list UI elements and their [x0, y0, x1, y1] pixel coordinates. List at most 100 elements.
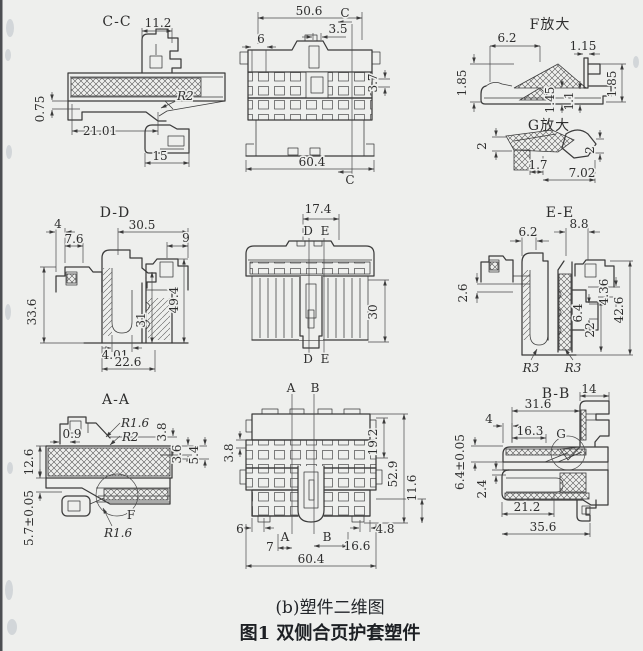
part-geometry [480, 252, 615, 356]
dim-rad1: R1.6 [120, 416, 149, 430]
dim-rad1: R3 [522, 361, 540, 375]
dim-width: 6.2 [497, 31, 516, 45]
view-section-aa: A-A R1.6 R2 0.9 3.8 12.6 3.6 5.4 5.7±0.0… [21, 392, 209, 547]
dim-width-mid: 21.01 [83, 124, 117, 138]
detail-mark-g: G [556, 427, 566, 441]
dim-right: 2 [583, 146, 597, 154]
dim-left: 3.8 [222, 443, 236, 462]
dim-width-top: 11.2 [145, 16, 172, 30]
dim-b1: 21.2 [514, 500, 541, 514]
cut-label-a-bottom: A [280, 530, 290, 544]
dim-r1: 4.36 [597, 279, 611, 306]
dim-r2: 6.4 [571, 303, 585, 322]
radius-leaders [530, 348, 574, 361]
dim-t2: 7.6 [64, 232, 83, 246]
cut-label-c-top: C [340, 6, 349, 20]
cut-label-d-top: D [303, 224, 313, 238]
dim-t3: 4 [485, 412, 493, 426]
dim-b4: 16.6 [344, 539, 371, 553]
dim-b2: 4.8 [375, 522, 394, 536]
dim-rad3: R1.6 [103, 526, 132, 540]
dim-b1: 4.01 [102, 348, 129, 362]
dim-t4: 16.3 [517, 424, 544, 438]
dimension-lines [302, 214, 389, 355]
part-geometry [501, 400, 610, 522]
view-title: A-A [101, 392, 130, 408]
cut-label-b-top: B [311, 381, 320, 395]
view-section-cc: C-C 11.2 R2 0.75 21.01 15 [32, 14, 226, 167]
dimension-lines [36, 422, 209, 527]
dim-width-top: 17.4 [305, 202, 332, 216]
part-geometry [480, 57, 612, 105]
dim-r3: 22 [583, 322, 597, 337]
dim-width-top: 50.6 [296, 4, 323, 18]
dim-width-right: 7.02 [569, 166, 596, 180]
dim-b2: 35.6 [530, 520, 557, 534]
dim-height-right: 3.7 [366, 73, 380, 92]
dimension-lines [242, 12, 390, 178]
view-title: F放大 [530, 17, 571, 33]
view-section-ee: E-E 6.2 8.8 2.6 4.36 6.4 22 42.6 R3 R3 [455, 205, 633, 377]
dim-rad2: R3 [564, 361, 582, 375]
dim-t2: 31.6 [525, 397, 552, 411]
dim-right: 49.4 [167, 286, 181, 313]
dimension-lines [470, 44, 626, 113]
dim-slot: 3.5 [328, 22, 347, 36]
cut-label-e-bottom: E [321, 352, 330, 366]
cut-label-d-bottom: D [303, 352, 313, 366]
cut-label-a-top: A [286, 381, 296, 395]
cut-label-e-top: E [321, 224, 330, 238]
dim-pitch: 6 [257, 32, 265, 46]
part-geometry [45, 416, 173, 517]
cut-label-c-bottom: C [345, 173, 354, 187]
dim-radius: R2 [176, 89, 194, 103]
dim-r3: 11.6 [405, 475, 419, 502]
dim-rad2: R2 [121, 430, 139, 444]
dim-left: 6.4±0.05 [453, 434, 467, 490]
dim-t1: 4 [54, 217, 62, 231]
dimension-lines [492, 128, 604, 183]
dim-t3: 30.5 [129, 218, 156, 232]
caption-text: 图1 双侧合页护套塑件 [240, 622, 421, 644]
view-bottom: A B 3.8 19.2 52.9 11.6 6 A B 4.8 7 16.6 … [221, 380, 426, 569]
cut-label-b-bottom: B [323, 530, 332, 544]
dim-mid1: 1.45 [543, 87, 557, 114]
dim-left2: 2.4 [475, 479, 489, 498]
view-title: G放大 [528, 118, 570, 134]
detail-mark-f: F [127, 508, 135, 522]
dim-left: 12.6 [22, 449, 36, 476]
dim-left2: 5.7±0.05 [22, 490, 36, 546]
dim-r2: 3.6 [170, 444, 184, 463]
view-detail-f: F放大 6.2 1.15 1.85 1.45 1.1 1.85 [454, 17, 626, 115]
dimension-lines [475, 228, 633, 356]
dim-b2: 22.6 [115, 355, 142, 369]
dim-t1: 14 [581, 382, 597, 396]
dim-left: 2 [475, 142, 489, 150]
subcaption-text: (b)塑件二维图 [275, 598, 384, 618]
dim-mid2: 1.1 [562, 91, 576, 110]
dim-height-right: 30 [366, 304, 380, 319]
view-front: 17.4 D E 30 D E [245, 201, 389, 368]
view-title: E-E [546, 205, 574, 221]
view-top: 50.6 C 6 3.5 3.7 60.4 C [239, 3, 390, 189]
dim-r1: 19.2 [366, 429, 380, 456]
view-title: D-D [100, 205, 130, 221]
dim-width-bottom: 60.4 [299, 155, 326, 169]
dim-t4: 9 [182, 231, 190, 245]
view-detail-g: G放大 2 1.7 7.02 2 [474, 118, 604, 183]
dim-step: 1.15 [570, 39, 597, 53]
dimension-lines [471, 392, 610, 537]
view-title: C-C [102, 14, 131, 30]
part-geometry [55, 249, 189, 344]
part-geometry [239, 34, 381, 157]
dim-width-bottom: 15 [152, 149, 167, 163]
dimension-lines [40, 228, 189, 372]
dim-b5: 60.4 [298, 552, 325, 566]
view-section-dd: D-D 4 7.6 30.5 9 33.6 31 49.4 4.01 22.6 [24, 205, 191, 372]
view-section-bb: B-B 14 31.6 4 16.3 G 6.4±0.05 2.4 21.2 3… [452, 381, 610, 537]
dim-left: 33.6 [25, 299, 39, 326]
dim-mid: 31 [134, 312, 148, 327]
part-geometry [239, 408, 383, 523]
